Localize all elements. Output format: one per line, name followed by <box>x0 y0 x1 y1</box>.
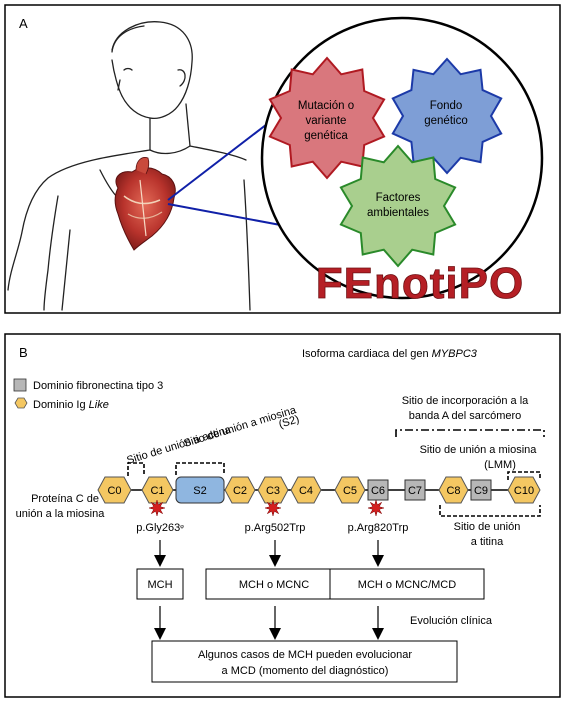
site-titin-line-1: Sitio de unión <box>454 521 521 533</box>
mutation-line-3: genética <box>304 130 348 142</box>
panel-a: A <box>4 4 561 314</box>
environment-star-shape <box>339 144 457 268</box>
domain-c1: C1 <box>141 476 174 504</box>
phenotype-title: FEnotiPO <box>316 259 524 308</box>
mutation-line-2: variante <box>306 115 347 127</box>
environment-line-1: Factores <box>376 192 421 204</box>
isoform-title-gene: MYBPC3 <box>432 348 478 360</box>
mutation-1-label: p.Gly263ᵠ <box>136 522 184 534</box>
domain-c5-label: C5 <box>343 485 357 497</box>
isoform-title-prefix: Isoforma cardiaca del gen <box>302 348 432 360</box>
domain-c2: C2 <box>224 476 256 504</box>
actin-bracket <box>127 462 145 476</box>
domain-c9-label: C9 <box>474 485 488 497</box>
domain-c0: C0 <box>97 476 132 504</box>
domain-c8-label: C8 <box>446 485 460 497</box>
phenotype-3-label: MCH o MCNC/MCD <box>358 579 456 591</box>
site-titin-line-2: a titina <box>471 536 504 548</box>
domain-c7: C7 <box>404 479 426 501</box>
domain-c9: C9 <box>470 479 492 501</box>
domain-s2: S2 <box>175 476 225 504</box>
site-myosin-s2-line-2: (S2) <box>277 413 300 431</box>
domain-s2-label: S2 <box>193 485 206 497</box>
human-outline <box>7 21 251 311</box>
legend-ig-swatch <box>14 397 28 409</box>
protein-label-line-2: unión a la miosina <box>16 508 106 520</box>
genetic-line-1: Fondo <box>430 100 463 112</box>
outcome-line-2: a MCD (momento del diagnóstico) <box>222 665 389 677</box>
phenotype-box-3 <box>329 568 485 600</box>
mutation-burst-c6 <box>367 499 385 517</box>
legend-fn3-swatch <box>13 378 27 392</box>
protein-label-line-1: Proteína C de <box>31 493 99 505</box>
myosin-lmm-bracket <box>507 471 541 480</box>
genetic-star-shape <box>391 57 503 175</box>
titin-bracket <box>439 505 541 517</box>
site-myosin-lmm-line-1: Sitio de unión a miosina <box>420 444 538 456</box>
domain-c4: C4 <box>290 476 322 504</box>
environment-line-2: ambientales <box>367 207 429 219</box>
aband-bracket <box>395 429 545 437</box>
mutation-3-label: p.Arg820Trp <box>348 522 409 534</box>
isoform-title: Isoforma cardiaca del gen MYBPC3 <box>302 348 478 360</box>
mutation-star-shape <box>268 56 386 180</box>
clinical-evolution-label: Evolución clínica <box>410 615 493 627</box>
phenotype-box-2 <box>205 568 343 600</box>
bubble-mutation: Mutación o variante genética <box>268 56 386 180</box>
domain-c0-label: C0 <box>107 485 121 497</box>
genetic-line-2: genético <box>424 115 467 127</box>
legend-ig-italic: Like <box>89 399 109 411</box>
legend-ig-prefix: Dominio Ig <box>33 399 89 411</box>
panel-b: B Isoforma cardiaca del gen MYBPC3 Domin… <box>4 333 561 698</box>
site-aband-line-2: banda A del sarcómero <box>409 410 522 422</box>
bubble-genetic-background: Fondo genético <box>391 57 503 175</box>
mutation-burst-c3 <box>264 499 282 517</box>
site-aband-line-1: Sitio de incorporación a la <box>402 395 529 407</box>
myosin-s2-bracket <box>175 462 225 475</box>
heart-illustration <box>114 157 176 251</box>
domain-c10-label: C10 <box>514 485 534 497</box>
mutation-burst-c1 <box>148 499 166 517</box>
domain-c3: C3 <box>257 476 289 504</box>
domain-c4-label: C4 <box>299 485 313 497</box>
domain-c3-label: C3 <box>266 485 280 497</box>
site-myosin-lmm-line-2: (LMM) <box>484 459 516 471</box>
phenotype-1-label: MCH <box>147 579 172 591</box>
domain-c7-label: C7 <box>408 485 422 497</box>
legend-ig-label: Dominio Ig Like <box>33 399 109 411</box>
domain-c8: C8 <box>438 476 469 504</box>
domain-c1-label: C1 <box>150 485 164 497</box>
domain-c6: C6 <box>367 479 389 501</box>
phenotype-box-1 <box>136 568 184 600</box>
mutation-2-label: p.Arg502Trp <box>245 522 306 534</box>
domain-c2-label: C2 <box>233 485 247 497</box>
outcome-line-1: Algunos casos de MCH pueden evolucionar <box>198 649 412 661</box>
bubble-environment: Factores ambientales <box>339 144 457 268</box>
legend-fn3-label: Dominio fibronectina tipo 3 <box>33 380 163 392</box>
mutation-1-mark: ᵠ <box>180 523 184 532</box>
domain-c6-label: C6 <box>371 485 385 497</box>
domain-c10: C10 <box>507 476 541 504</box>
phenotype-2-label: MCH o MCNC <box>239 579 309 591</box>
panel-a-label: A <box>19 16 28 31</box>
mutation-1-name: p.Gly263 <box>136 522 180 534</box>
mutation-line-1: Mutación o <box>298 100 354 112</box>
panel-b-label: B <box>19 345 28 360</box>
outcome-box <box>151 640 458 683</box>
domain-c5: C5 <box>334 476 366 504</box>
